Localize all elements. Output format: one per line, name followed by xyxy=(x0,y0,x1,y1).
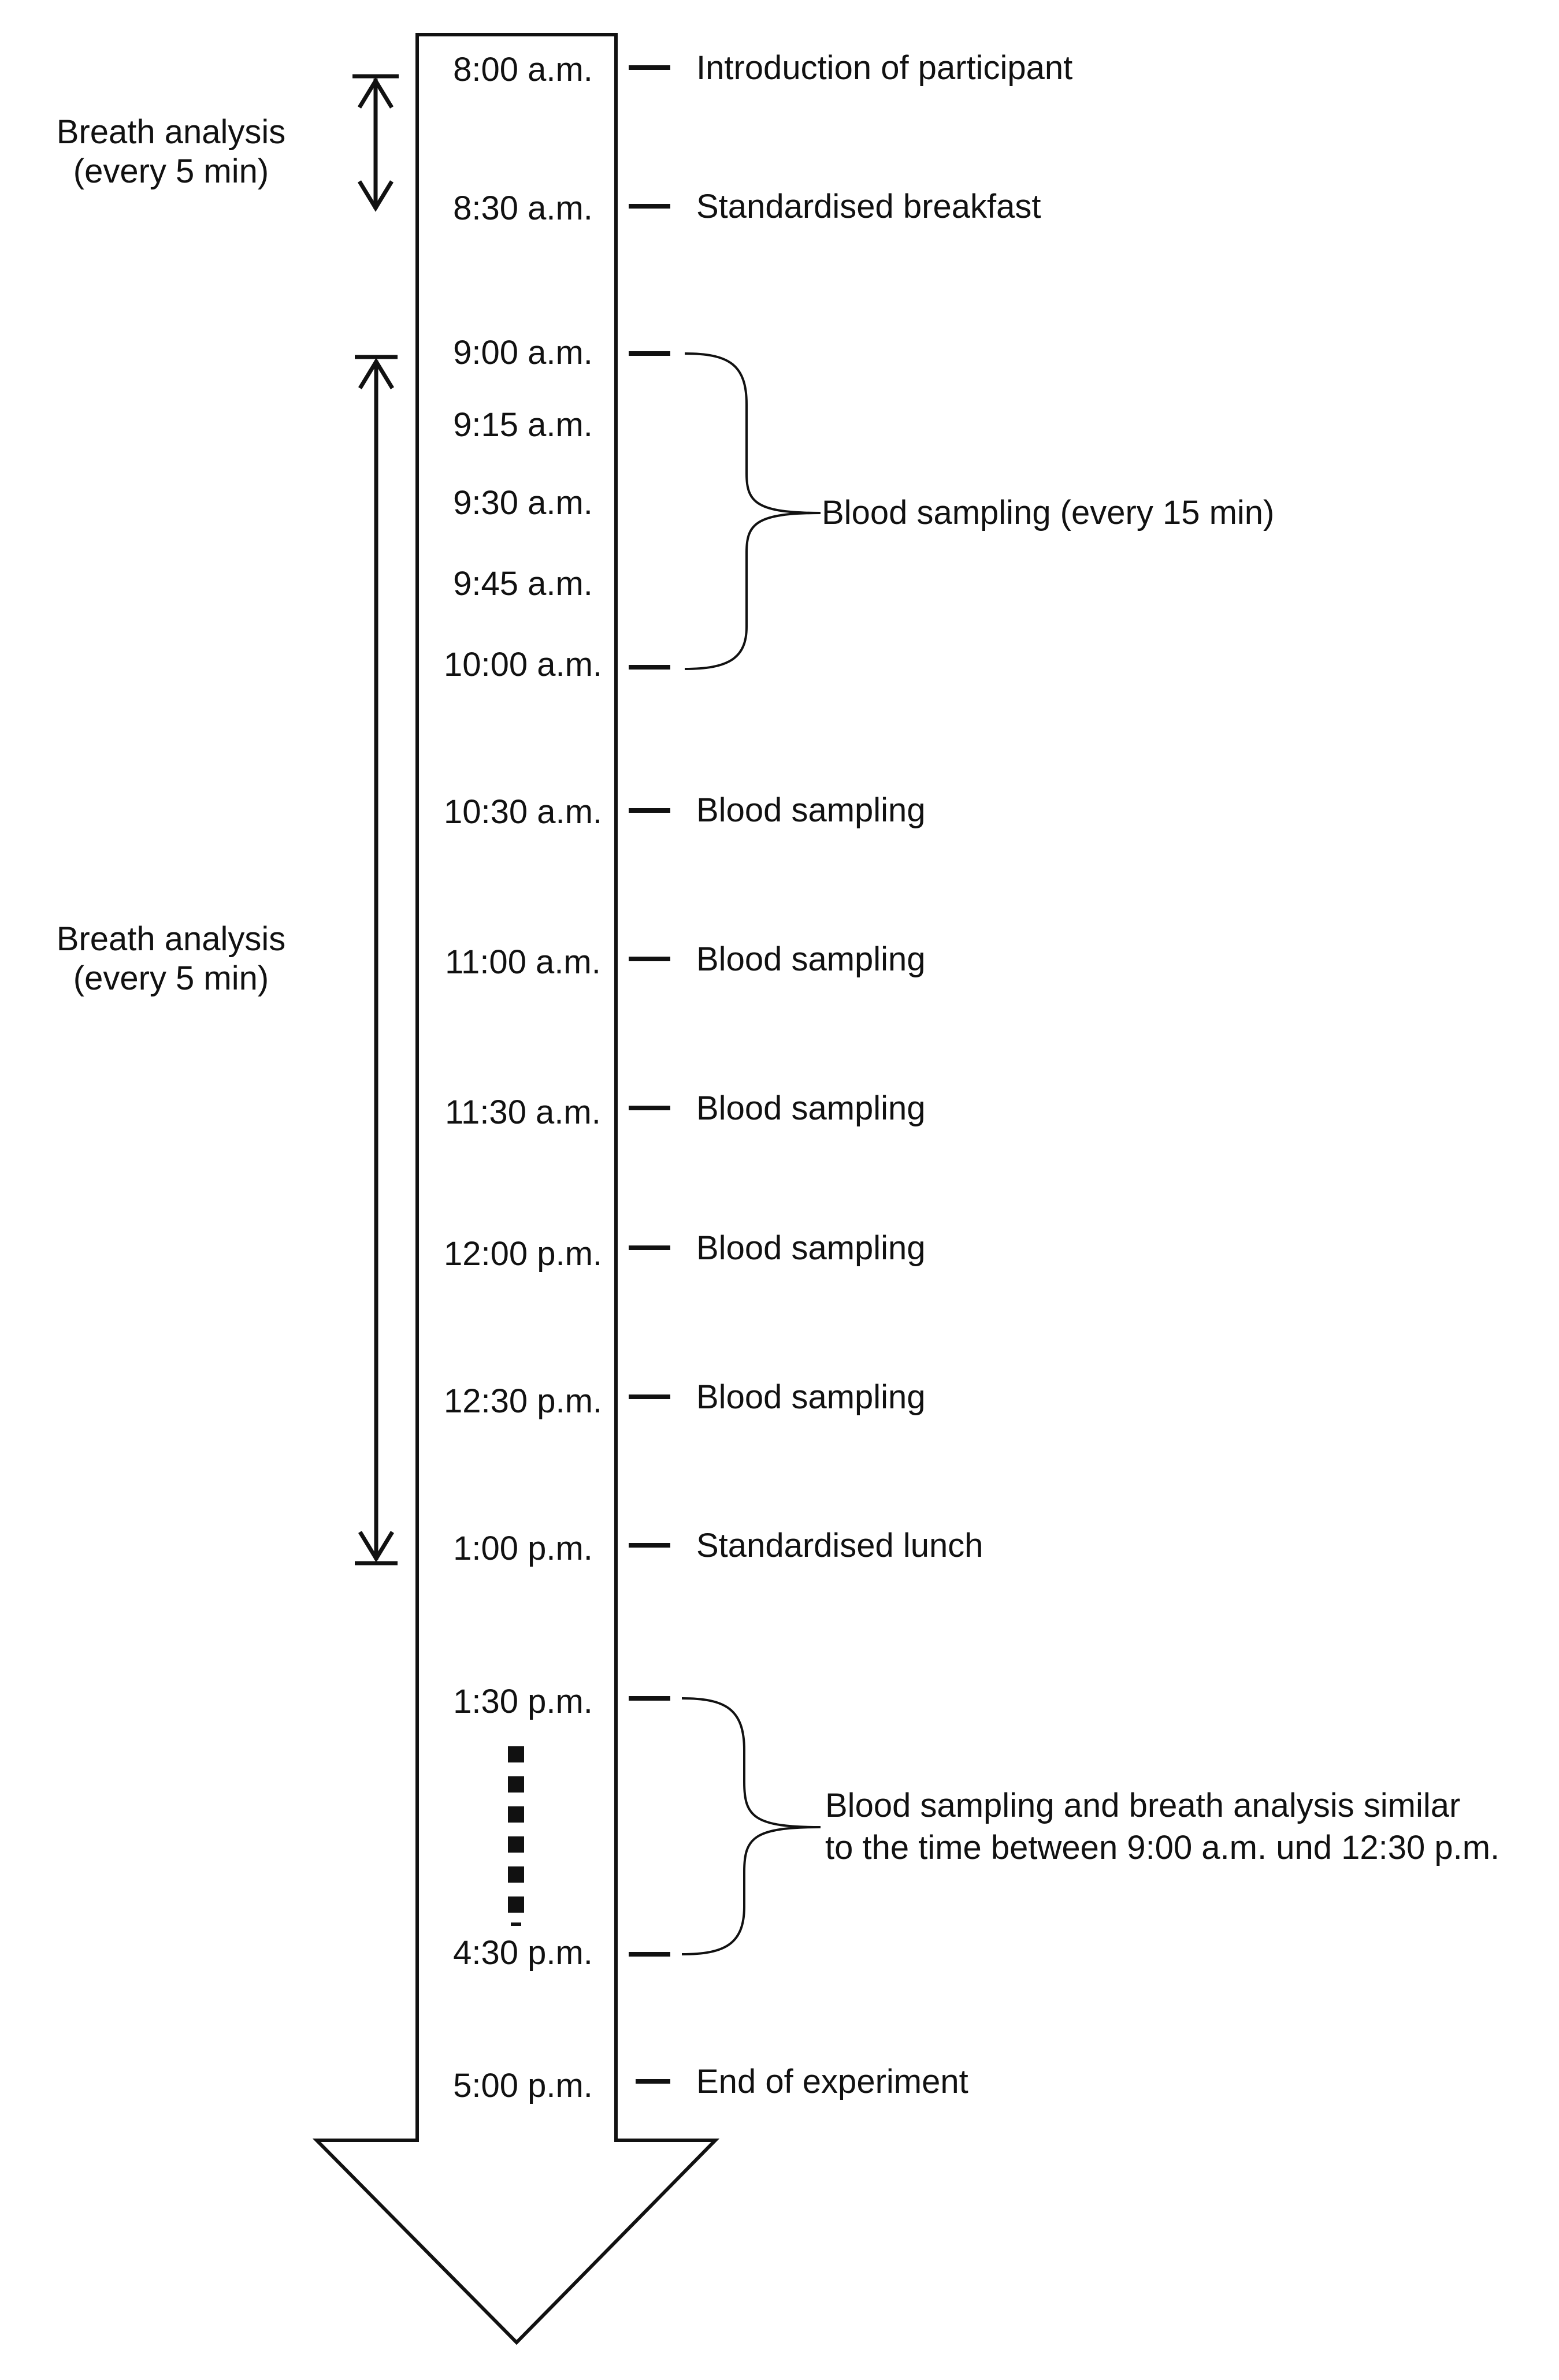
tick-marks xyxy=(629,65,670,2084)
breath-analysis-arrow-2 xyxy=(355,355,398,1565)
event-label: Blood sampling xyxy=(696,1089,926,1127)
continuation-dot xyxy=(511,1922,521,1926)
time-label: 12:00 p.m. xyxy=(444,1235,602,1273)
brace-label-afternoon: to the time between 9:00 a.m. und 12:30 … xyxy=(825,1829,1499,1866)
arrowhead-up xyxy=(358,77,394,109)
timeline-arrow xyxy=(312,33,720,2345)
breath-analysis-arrow-1 xyxy=(352,74,399,212)
event-label: Introduction of participant xyxy=(696,49,1072,87)
event-label: End of experiment xyxy=(696,2063,968,2100)
time-label: 8:30 a.m. xyxy=(453,189,593,227)
continuation-dot xyxy=(508,1806,524,1823)
time-label: 1:30 p.m. xyxy=(453,1683,593,1720)
time-label: 9:45 a.m. xyxy=(453,565,593,603)
brace-label-afternoon: Blood sampling and breath analysis simil… xyxy=(825,1787,1460,1824)
time-label: 11:00 a.m. xyxy=(445,943,601,981)
time-label: 4:30 p.m. xyxy=(453,1934,593,1972)
breath-analysis-label: Breath analysis xyxy=(57,113,286,151)
event-label: Blood sampling xyxy=(696,940,926,978)
brace-afternoon xyxy=(681,1697,821,1955)
dotted-continuation xyxy=(508,1746,524,1926)
brace-morning xyxy=(684,352,821,670)
time-label: 9:00 a.m. xyxy=(453,334,593,371)
time-label: 9:15 a.m. xyxy=(453,406,593,444)
time-label: 11:30 a.m. xyxy=(445,1094,601,1131)
continuation-dot xyxy=(508,1866,524,1883)
continuation-dot xyxy=(508,1776,524,1793)
event-label: Standardised lunch xyxy=(696,1527,983,1564)
time-label: 5:00 p.m. xyxy=(453,2067,593,2104)
time-label: 12:30 p.m. xyxy=(444,1382,602,1420)
arrowhead-down xyxy=(358,1531,394,1563)
event-label: Blood sampling xyxy=(696,1378,926,1416)
continuation-dot xyxy=(508,1746,524,1762)
event-label: Standardised breakfast xyxy=(696,188,1041,225)
brace-label-morning: Blood sampling (every 15 min) xyxy=(822,494,1274,531)
continuation-dot xyxy=(508,1896,524,1913)
time-label: 9:30 a.m. xyxy=(453,484,593,522)
continuation-dot xyxy=(508,1836,524,1853)
event-label: Blood sampling xyxy=(696,791,926,829)
breath-analysis-label: Breath analysis xyxy=(57,920,286,958)
breath-analysis-label: (every 5 min) xyxy=(73,960,269,997)
event-label: Blood sampling xyxy=(696,1229,926,1267)
arrowhead-up xyxy=(358,358,394,389)
time-label: 8:00 a.m. xyxy=(453,51,593,88)
time-label: 10:00 a.m. xyxy=(444,646,602,683)
breath-analysis-label: (every 5 min) xyxy=(73,153,269,190)
time-label: 1:00 p.m. xyxy=(453,1530,593,1567)
time-label: 10:30 a.m. xyxy=(444,793,602,831)
arrowhead-down xyxy=(358,180,394,212)
